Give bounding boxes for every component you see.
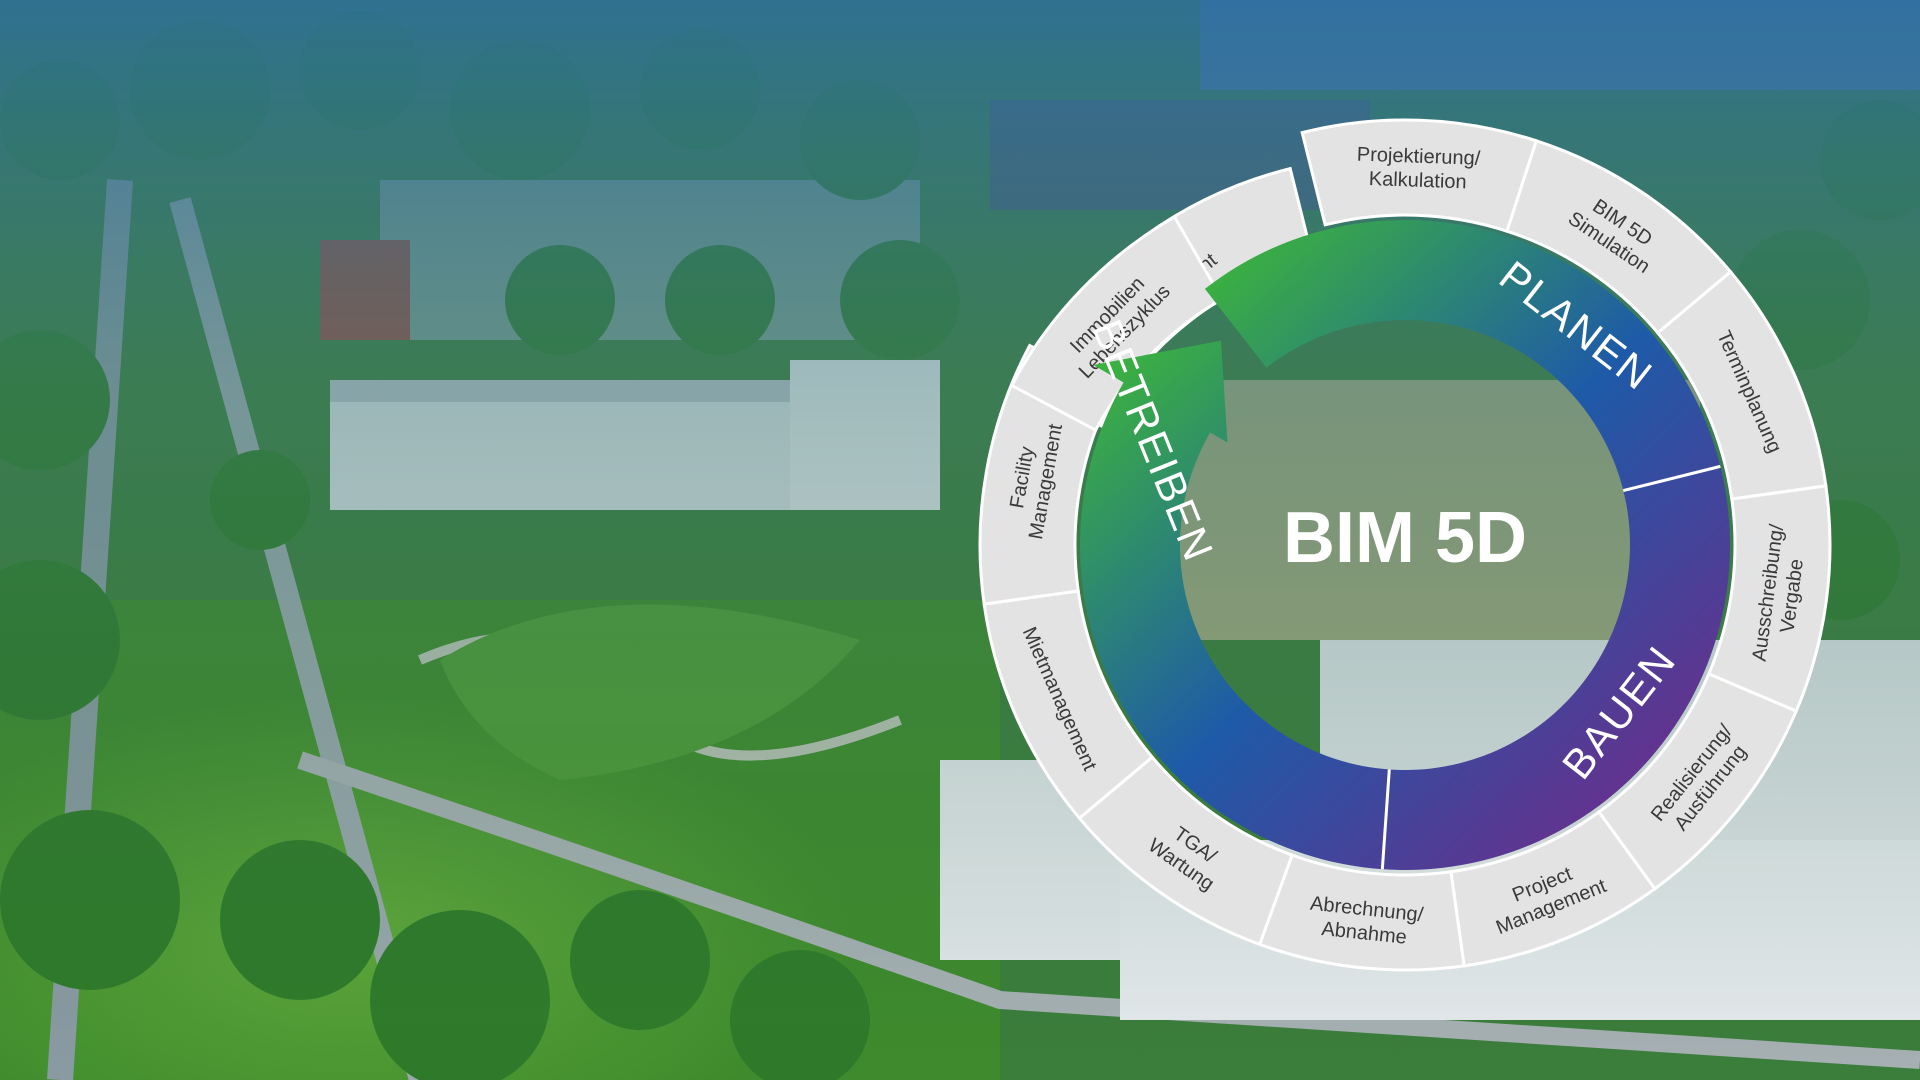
center-title: BIM 5D xyxy=(1283,498,1527,578)
segment-projektierung-kalkulation: Projektierung/Kalkulation xyxy=(1300,118,1539,234)
segment-label-line: Kalkulation xyxy=(1368,168,1467,193)
phase-divider xyxy=(1622,464,1721,493)
segment-terminplanung: Terminplanung xyxy=(1655,269,1828,501)
segment-abrechnung-abnahme: Abrechnung/Abnahme xyxy=(1257,853,1466,972)
segment-label: Projektierung/Kalkulation xyxy=(1356,144,1481,194)
segment-ausschreibung-vergabe: Ausschreibung/Vergabe xyxy=(1706,484,1832,714)
segment-mietmanagement: Mietmanagement xyxy=(982,589,1155,821)
phase-ring-arrow xyxy=(1079,220,1730,871)
segment-tga-wartung: TGA/Wartung xyxy=(1077,755,1295,947)
segment-bim-5d-simulation: BIM 5DSimulation xyxy=(1505,138,1733,335)
outer-segment-ring: BIM ModelManagementProjektierung/Kalkula… xyxy=(978,118,1832,972)
phase-divider xyxy=(1380,769,1391,870)
segment-project-management: ProjectManagement xyxy=(1449,809,1657,968)
segment-immobilien-lebenszyklus: ImmobilienLebenszyklus xyxy=(1009,214,1225,433)
phase-ring xyxy=(1079,220,1730,871)
segment-label-line: Projektierung/ xyxy=(1357,144,1482,170)
